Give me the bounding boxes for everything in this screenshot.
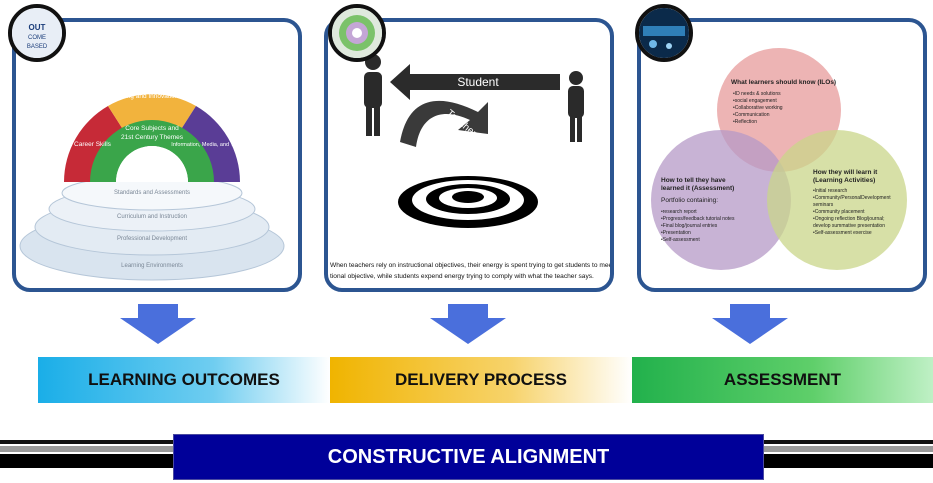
student-arrow-icon	[390, 64, 560, 100]
delivery-process-label: DELIVERY PROCESS	[395, 370, 567, 389]
ring-label-environments: Learning Environments	[121, 263, 183, 269]
caption-line-1: When teachers rely on instructional obje…	[330, 262, 614, 269]
venn-circle-assessment	[651, 130, 791, 270]
caption-line-2: tional objective, while students expend …	[330, 273, 594, 280]
down-arrow-icon-3	[712, 304, 788, 344]
delivery-logo	[328, 4, 386, 62]
assess-item-4: •Presentation	[661, 230, 691, 236]
down-arrow-icon-2	[430, 304, 506, 344]
ring-label-standards: Standards and Assessments	[114, 190, 190, 196]
ilos-item-4: •Communication	[733, 112, 770, 118]
person-left-icon	[364, 54, 382, 136]
p21-framework-diagram: Life and Career Skills Learning and Inno…	[19, 93, 285, 281]
sector-label-info: Information, Media, and Technology Skill…	[171, 142, 273, 148]
assess-item-5: •Self-assessment	[661, 237, 700, 243]
outcome-based-logo: OUT COME BASED	[8, 4, 66, 62]
down-arrow-icon-1	[120, 304, 196, 344]
assessment-logo	[635, 4, 693, 62]
assess-sub: Portfolio containing:	[661, 197, 718, 204]
ilos-item-1: •ID needs & solutions	[733, 91, 781, 97]
learn-item-3: seminars	[813, 202, 834, 208]
ilos-title: What learners should know (ILOs)	[731, 79, 836, 86]
ilos-item-2: •social engagement	[733, 98, 777, 104]
sector-info-media-tech	[173, 106, 240, 182]
learn-item-5: •Ongoing reflection Blog/journal;	[813, 216, 885, 222]
ilos-item-5: •Reflection	[733, 119, 757, 125]
assess-title-2: learned it (Assessment)	[661, 185, 734, 192]
constructive-alignment-title: CONSTRUCTIVE ALIGNMENT	[327, 445, 610, 468]
sector-label-learning: Learning and Innovation Skills	[109, 93, 196, 100]
outcomes-panel: Life and Career Skills Learning and Inno…	[12, 18, 302, 292]
learn-item-6: develop summative presentation	[813, 223, 885, 229]
assess-item-1: •research report	[661, 209, 697, 215]
assess-item-2: •Progress/feedback tutorial notes	[661, 216, 735, 222]
core-subjects-arch	[90, 120, 214, 182]
learn-item-4: •Community placement	[813, 209, 865, 215]
learning-outcomes-band: LEARNING OUTCOMES	[38, 357, 330, 403]
teacher-student-target-diagram: Student Teacher	[364, 54, 584, 228]
assess-title-1: How to tell they have	[661, 177, 726, 184]
ring-label-profdev: Professional Development	[117, 236, 187, 242]
assess-item-3: •Final blog/journal entries	[661, 223, 718, 229]
learn-item-7: •Self-assessment exercise	[813, 230, 872, 236]
sector-life-career	[64, 106, 131, 182]
assessment-band: ASSESSMENT	[632, 357, 933, 403]
delivery-caption: When teachers rely on instructional obje…	[330, 260, 614, 282]
venn-diagram: What learners should know (ILOs) •ID nee…	[651, 48, 907, 270]
assessment-label: ASSESSMENT	[723, 370, 842, 389]
ilos-item-3: •Collaborative working	[733, 105, 783, 111]
learn-item-2: •Community/PersonalDevelopment	[813, 195, 891, 201]
person-right-icon	[568, 71, 584, 142]
learning-outcomes-label: LEARNING OUTCOMES	[88, 370, 280, 389]
svg-text:OUT: OUT	[29, 23, 46, 32]
svg-text:BASED: BASED	[27, 44, 48, 50]
svg-text:COME: COME	[28, 35, 46, 41]
assessment-panel: What learners should know (ILOs) •ID nee…	[637, 18, 927, 292]
core-label-line1: Core Subjects and	[125, 125, 179, 132]
teacher-arrow-icon	[400, 100, 488, 147]
learn-title-1: How they will learn it	[813, 169, 878, 176]
venn-circle-activities	[767, 130, 907, 270]
learn-title-2: (Learning Activities)	[813, 177, 875, 184]
constructive-alignment-banner: CONSTRUCTIVE ALIGNMENT	[173, 434, 764, 480]
ring-label-curriculum: Curriculum and Instruction	[117, 214, 187, 220]
delivery-panel: Student Teacher When teachers rely on in…	[324, 18, 614, 292]
sector-label-life: Life and Career Skills	[49, 141, 112, 148]
delivery-process-band: DELIVERY PROCESS	[330, 357, 632, 403]
learn-item-1: •Initial research	[813, 188, 847, 194]
student-label: Student	[457, 75, 499, 89]
core-label-line2: 21st Century Themes	[121, 134, 184, 141]
